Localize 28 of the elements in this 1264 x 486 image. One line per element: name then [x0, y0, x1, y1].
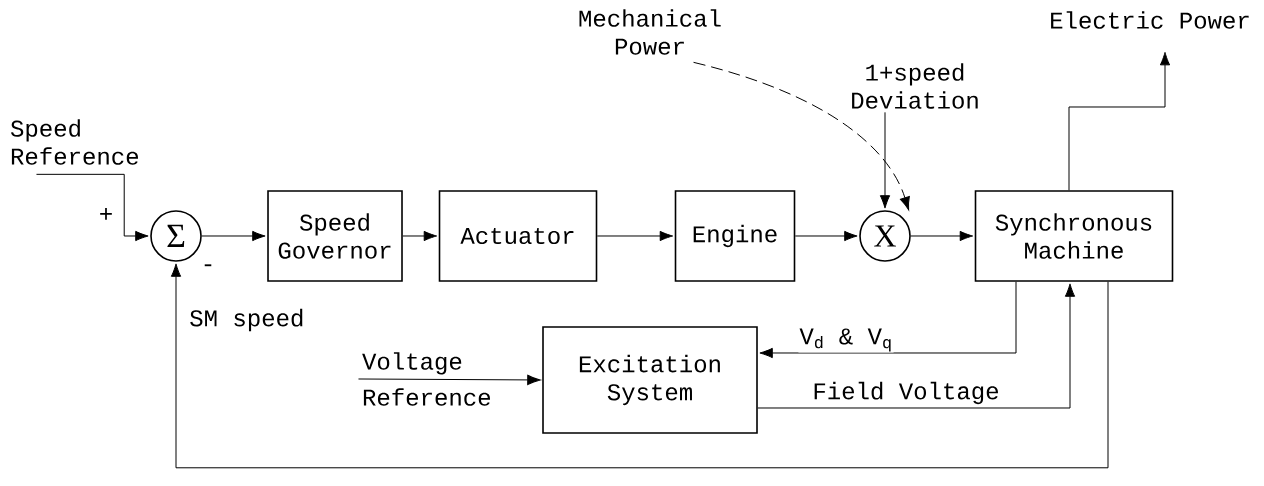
signal-label: Voltage Reference	[362, 352, 490, 406]
arrow	[36, 173, 149, 242]
sign-label: +	[100, 208, 112, 220]
arrow	[1068, 51, 1171, 191]
process-box: Engine	[674, 190, 796, 282]
arrow	[910, 230, 974, 242]
arrow	[170, 263, 1109, 469]
sign-label: -	[204, 264, 212, 267]
signal-label: SM speed	[190, 308, 303, 332]
edge-label: Field Voltage	[811, 380, 1001, 406]
signal-label: 1+speed Deviation	[852, 63, 978, 109]
arrow	[794, 230, 858, 242]
process-box: Synchronous Machine	[974, 190, 1174, 282]
arrow	[757, 283, 1076, 409]
arrow	[358, 374, 541, 386]
process-box: Speed Governor	[267, 190, 403, 282]
signal-label: Speed Reference	[10, 119, 138, 165]
arrow	[201, 230, 266, 242]
process-box: Actuator	[438, 190, 598, 282]
arrow	[879, 111, 891, 209]
arrow	[402, 230, 438, 242]
signal-label: Electric Power	[1051, 11, 1249, 29]
signal-label: Mechanical Power	[579, 9, 721, 55]
edge-label: V$_{d}$ & V$_{q}$	[798, 327, 894, 353]
arrow	[759, 281, 1017, 359]
dashed-arrow	[693, 61, 910, 211]
process-box: Excitation System	[542, 326, 758, 434]
arrow	[596, 230, 674, 242]
